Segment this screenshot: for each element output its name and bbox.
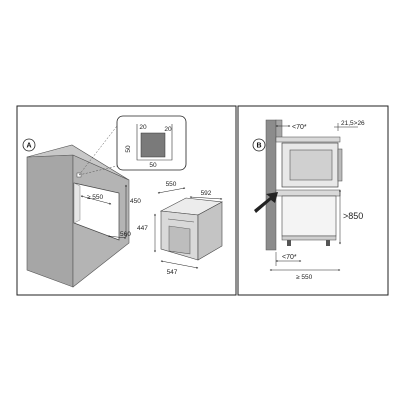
oven-drawing [159, 197, 223, 261]
oven-width: 592 [201, 190, 212, 197]
vent-detail: 50 50 20 20 [116, 115, 187, 171]
cabinet-top [26, 144, 130, 181]
top-gap: 21,5>26 [341, 120, 365, 127]
lower-cabinet [281, 195, 337, 237]
foot-left [287, 240, 291, 246]
vent-top: <70* [292, 124, 307, 131]
detail-width: 50 [149, 162, 157, 169]
detail-height: 50 [125, 145, 132, 153]
wall [265, 119, 277, 251]
top-board [275, 136, 341, 143]
panel-b-badge: B [252, 138, 266, 152]
plinth [281, 235, 337, 241]
panel-a: A 50 50 20 20 ≥ 550 450 560 [16, 105, 237, 296]
niche-depth: 560 [120, 231, 131, 238]
panel-b: B <70* 21,5>26 >850 <70* [237, 105, 389, 296]
shelf-board [275, 189, 341, 197]
foot-right [326, 240, 330, 246]
niche-inner-left [73, 182, 81, 224]
niche-height: 450 [130, 198, 141, 205]
panel-a-badge: A [22, 138, 36, 152]
oven-front-width: 547 [167, 269, 178, 276]
oven-height: 447 [137, 225, 148, 232]
oven-door [289, 149, 333, 181]
oven-handle [337, 148, 343, 182]
cabinet-height: >850 [343, 211, 363, 221]
airflow-arrow [254, 192, 278, 213]
vent-bottom: <70* [282, 254, 297, 261]
depth: ≥ 550 [296, 274, 313, 281]
panel-a-badge-label: A [26, 143, 31, 150]
detail-top: 20 [139, 124, 147, 131]
cabinet-front [26, 154, 74, 288]
detail-right: 20 [164, 126, 172, 133]
oven-depth: 550 [166, 181, 177, 188]
niche-width: ≥ 550 [87, 194, 104, 201]
panel-b-badge-label: B [256, 143, 261, 150]
